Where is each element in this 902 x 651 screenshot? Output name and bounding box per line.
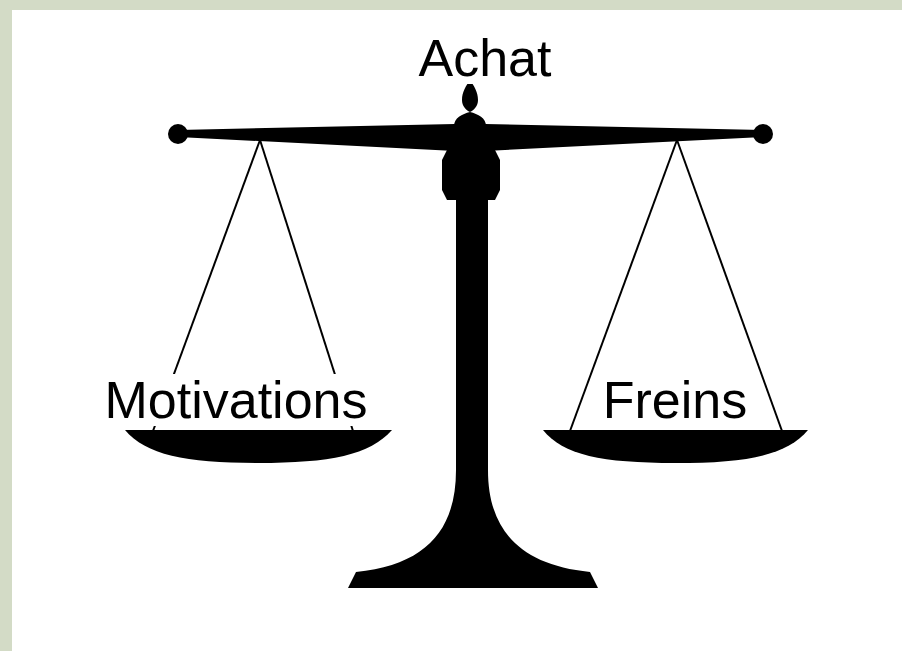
scale-finial bbox=[454, 80, 486, 126]
pan-label: Motivations bbox=[102, 374, 371, 426]
scale-pan bbox=[543, 430, 808, 463]
pan-label: Freins bbox=[600, 374, 750, 426]
beam-end bbox=[753, 124, 773, 144]
beam-end bbox=[168, 124, 188, 144]
scale-column bbox=[348, 140, 598, 588]
top-label: Achat bbox=[416, 32, 555, 84]
scale-pan bbox=[125, 430, 392, 463]
